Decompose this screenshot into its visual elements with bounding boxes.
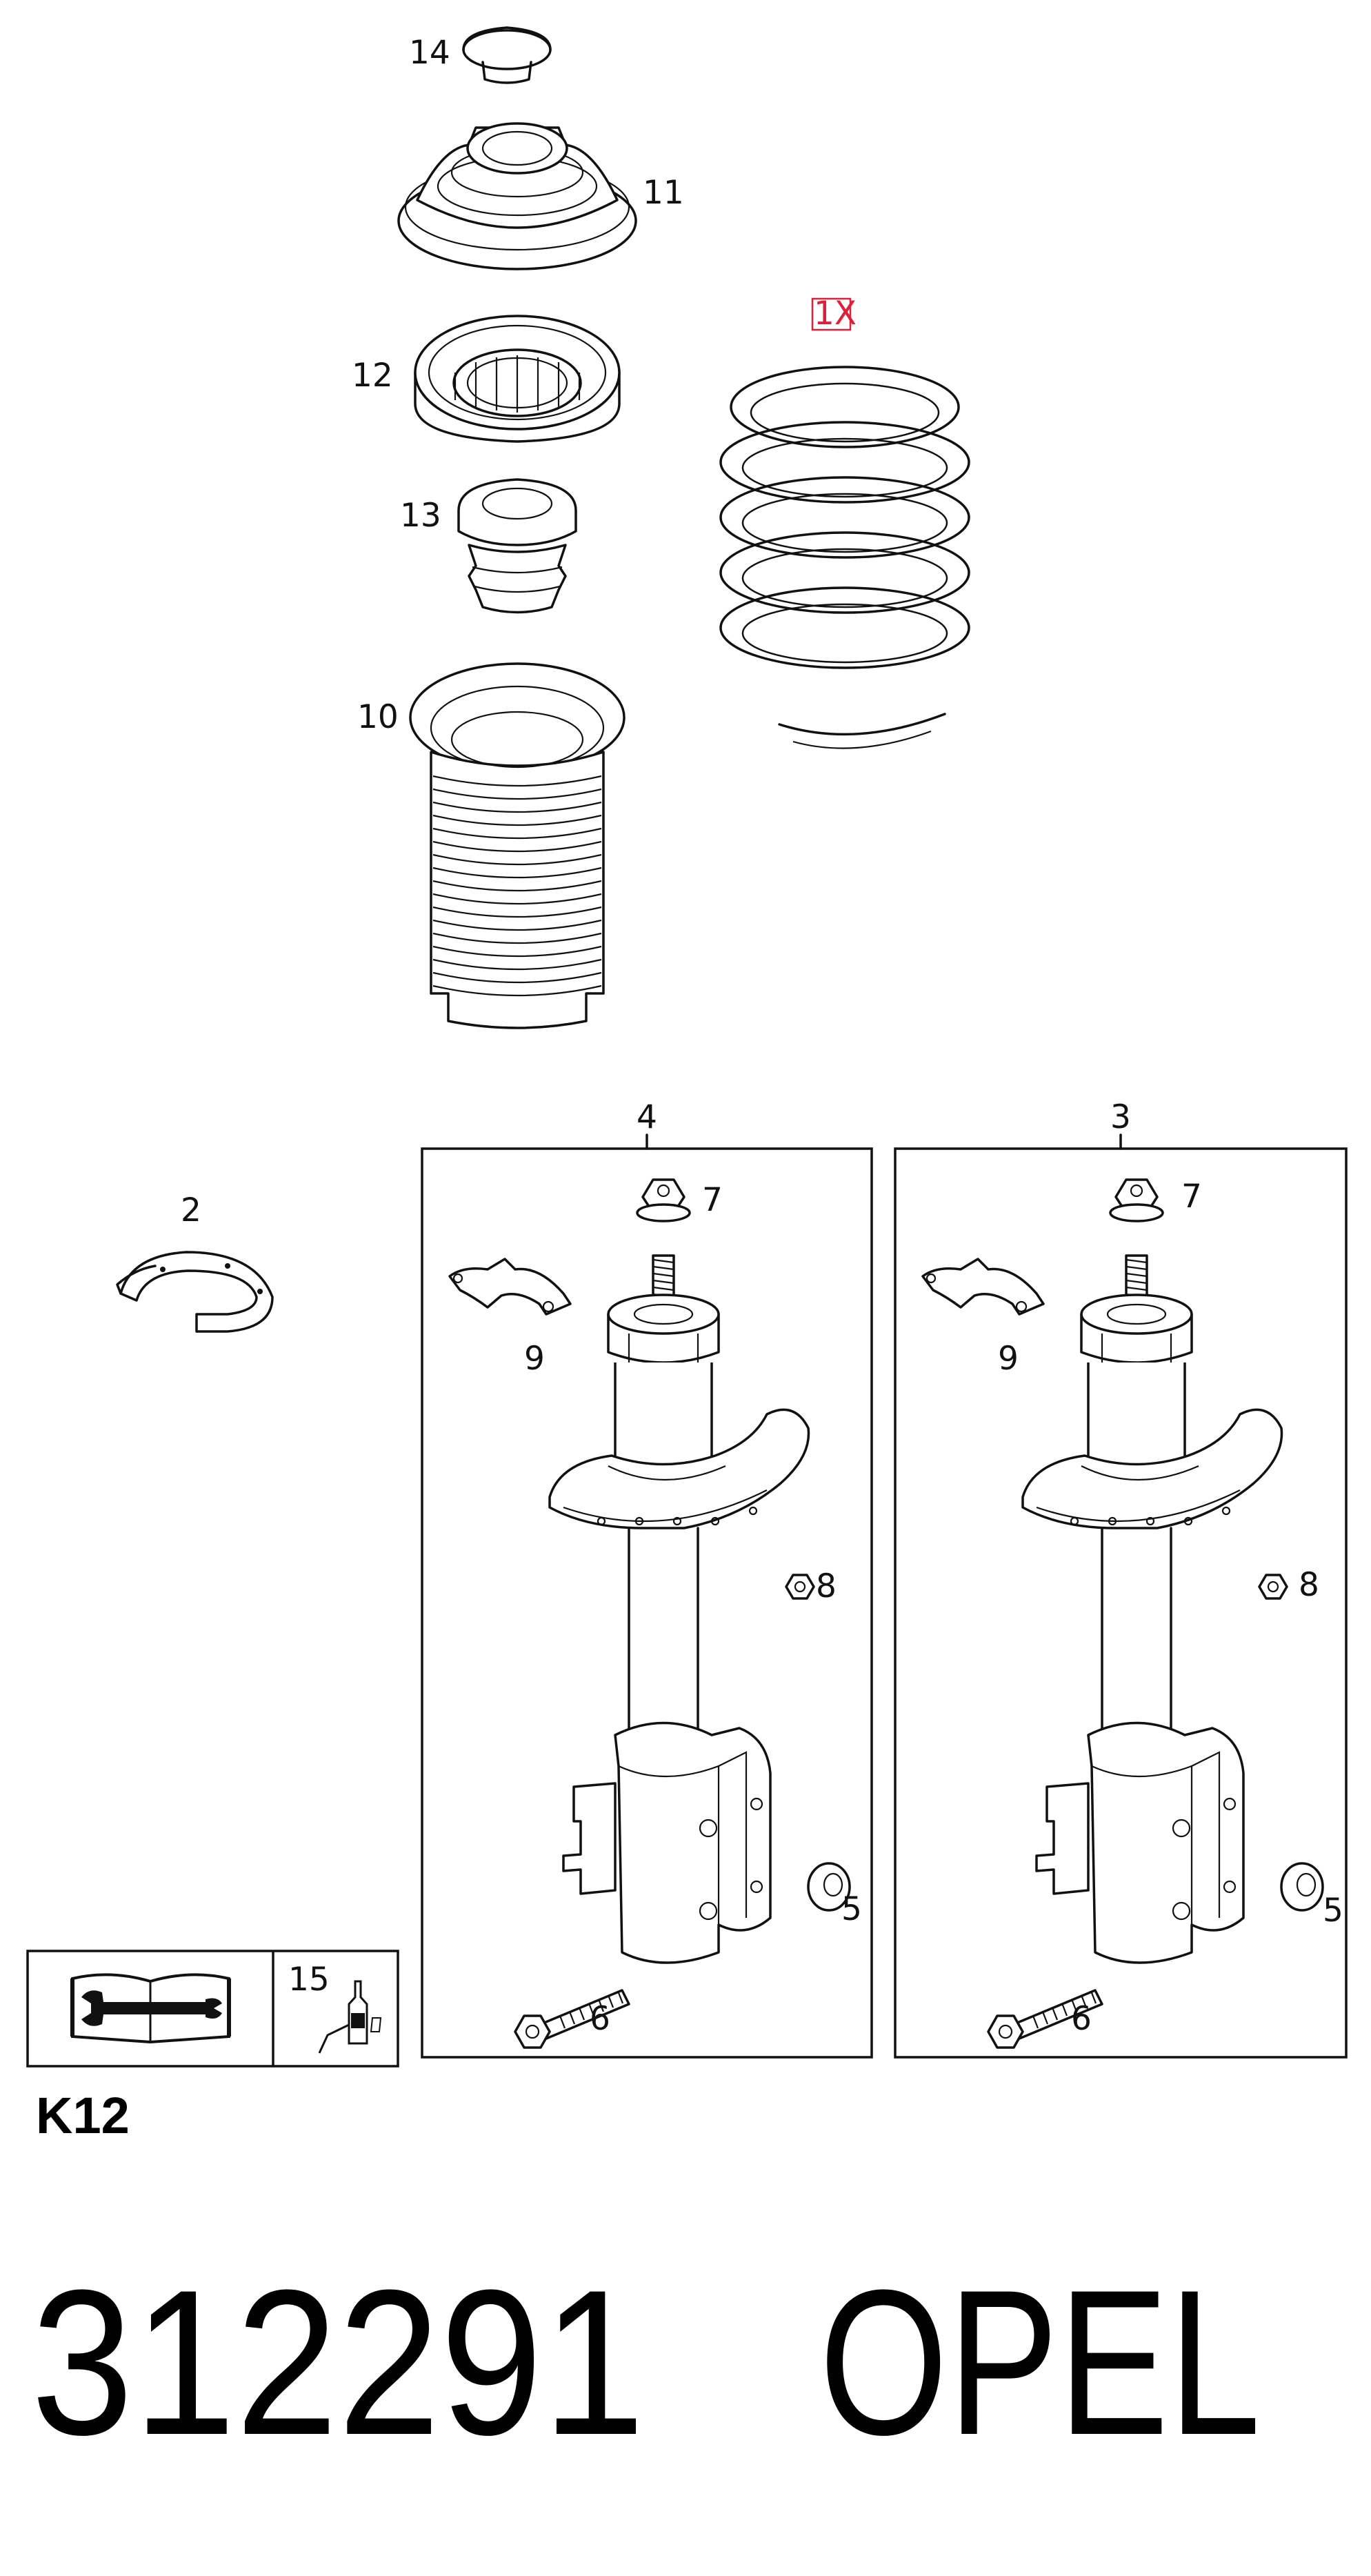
callout-4: 4 bbox=[637, 1098, 657, 1136]
callout-2: 2 bbox=[181, 1191, 201, 1229]
callout-1x-box bbox=[811, 297, 852, 331]
callout-8-left: 8 bbox=[816, 1567, 837, 1605]
kit-4-frame bbox=[421, 1147, 873, 2059]
part-2-spring-seat[interactable] bbox=[116, 1251, 274, 1333]
part-14-cap[interactable] bbox=[462, 26, 552, 84]
part-10-dust-boot[interactable] bbox=[409, 662, 626, 1029]
callout-9-left: 9 bbox=[524, 1340, 545, 1378]
part-number: 312291 bbox=[31, 2246, 645, 2478]
callout-1x: 1X bbox=[814, 295, 857, 333]
brand-name: OPEL bbox=[819, 2246, 1261, 2478]
callout-11: 11 bbox=[643, 174, 684, 212]
section-code: K12 bbox=[36, 2087, 130, 2144]
part-12-bearing[interactable] bbox=[414, 315, 621, 443]
info-panel bbox=[26, 1950, 399, 2068]
callout-7-left: 7 bbox=[702, 1181, 723, 1219]
callout-5-right: 5 bbox=[1323, 1892, 1343, 1930]
callout-14: 14 bbox=[409, 34, 450, 72]
callout-5-left: 5 bbox=[841, 1890, 862, 1928]
part-11-strut-mount[interactable] bbox=[397, 122, 637, 270]
callout-12: 12 bbox=[352, 357, 393, 395]
callout-15: 15 bbox=[288, 1961, 330, 1999]
callout-3: 3 bbox=[1110, 1098, 1131, 1136]
callout-7-right: 7 bbox=[1181, 1178, 1202, 1216]
strut-assembly-left[interactable] bbox=[448, 1178, 851, 2049]
callout-6-right: 6 bbox=[1071, 2000, 1092, 2038]
lubricant-bottle-icon[interactable] bbox=[318, 1980, 382, 2054]
callout-8-right: 8 bbox=[1299, 1566, 1319, 1604]
callout-9-right: 9 bbox=[998, 1340, 1019, 1378]
callout-13: 13 bbox=[400, 497, 441, 535]
kit-3-frame bbox=[894, 1147, 1348, 2059]
callout-6-left: 6 bbox=[590, 2000, 610, 2038]
part-1-coil-spring[interactable] bbox=[719, 366, 970, 749]
strut-assembly-right[interactable] bbox=[921, 1178, 1324, 2049]
manual-wrench-icon[interactable] bbox=[70, 1973, 231, 2044]
callout-10: 10 bbox=[357, 698, 399, 736]
part-13-bump-stop[interactable] bbox=[457, 478, 577, 614]
